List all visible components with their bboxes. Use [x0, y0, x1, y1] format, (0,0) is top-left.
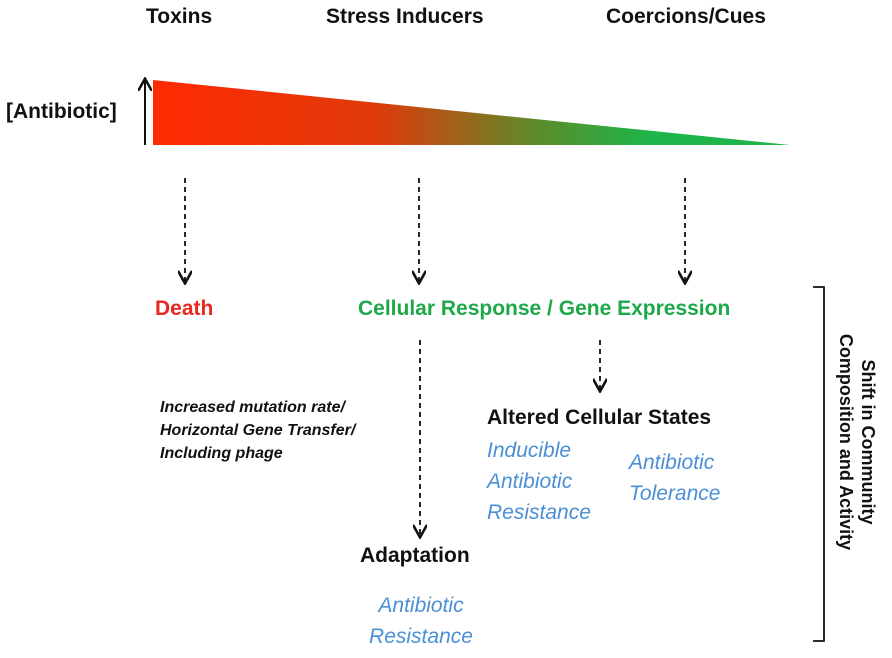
inducible-line: Resistance — [487, 501, 591, 524]
death-label: Death — [155, 297, 214, 320]
community-shift-bracket — [813, 286, 825, 642]
side-label-line: Composition and Activity — [836, 333, 856, 551]
antibiotic-resistance-text: Antibiotic Resistance — [360, 590, 482, 652]
inducible-resistance-text: Inducible Antibiotic Resistance — [487, 435, 591, 528]
antibiotic-axis-label: [Antibiotic] — [6, 100, 117, 123]
inducible-line: Antibiotic — [487, 470, 573, 493]
antibiotic-tolerance-text: Antibiotic Tolerance — [629, 447, 720, 509]
mechanisms-text: Increased mutation rate/ Horizontal Gene… — [160, 396, 355, 465]
inducible-line: Inducible — [487, 439, 572, 462]
antibiotic-gradient-wedge — [153, 80, 790, 145]
header-stress-inducers: Stress Inducers — [326, 5, 484, 28]
resistance-line: Antibiotic — [378, 594, 464, 617]
header-toxins: Toxins — [146, 5, 213, 28]
community-shift-label: Shift in Community Composition and Activ… — [835, 297, 879, 587]
altered-states-title: Altered Cellular States — [487, 406, 712, 429]
tolerance-line: Antibiotic — [629, 451, 715, 474]
mechanism-line: Horizontal Gene Transfer/ — [160, 422, 356, 439]
tolerance-line: Tolerance — [629, 482, 721, 505]
side-label-line: Shift in Community — [858, 359, 878, 525]
resistance-line: Resistance — [369, 625, 473, 648]
cellular-response-label: Cellular Response / Gene Expression — [358, 297, 731, 320]
mechanism-line: Increased mutation rate/ — [160, 399, 345, 416]
mechanism-line: Including phage — [160, 445, 283, 462]
adaptation-title: Adaptation — [360, 544, 470, 567]
header-coercions-cues: Coercions/Cues — [606, 5, 766, 28]
